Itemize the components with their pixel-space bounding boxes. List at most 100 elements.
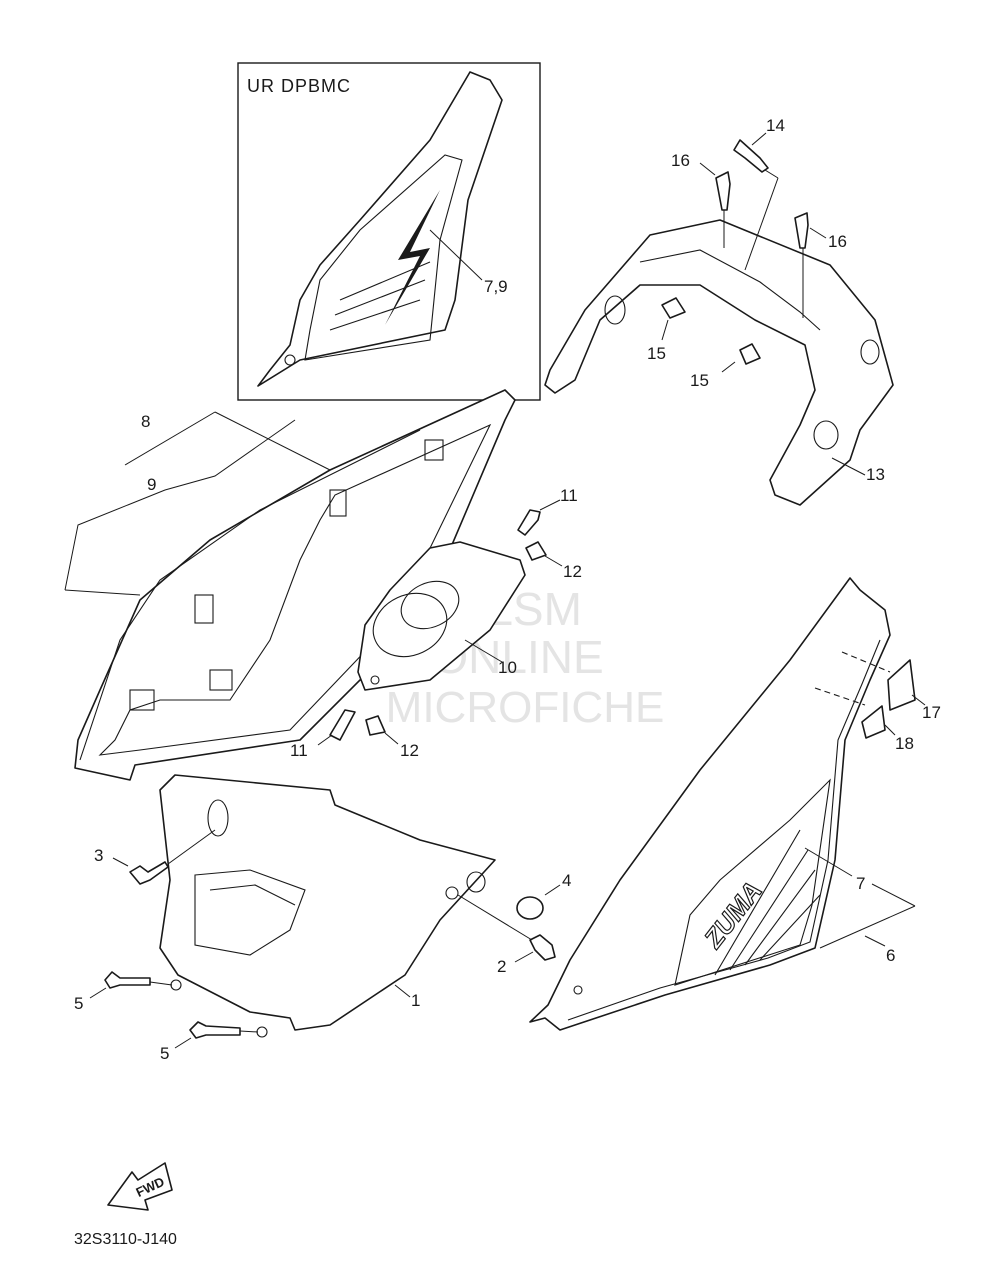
inset-frame [237,62,541,401]
callout-16-left: 16 [671,151,690,170]
callout-9: 9 [147,475,156,494]
leader-9-bottom [64,589,141,596]
callout-16-right: 16 [828,232,847,251]
part-10-key-cover: 10 [357,541,526,691]
callout-5-lower: 5 [160,1044,169,1063]
inner-cover-clip-4 [209,669,233,691]
leader-17 [911,694,926,706]
inner-cover-clip-5 [129,689,155,711]
key-cover-body [357,541,526,691]
screw-16-left [715,171,731,211]
leader-6-7-b [819,905,916,949]
inner-cover-ridge [79,429,421,761]
inset-mount-hole [284,354,296,366]
clip-12-lower [365,715,386,736]
callout-10: 10 [498,658,517,677]
leader-7 [804,847,853,877]
fasteners-11-12: 11 12 11 12 [290,486,582,760]
leader-14-down [744,177,779,271]
inner-cover-clip-3 [424,439,444,461]
callout-3: 3 [94,846,103,865]
side-cover-inner-edge [567,639,881,1021]
leader-14 [751,132,767,146]
leader-3-axis [167,829,216,865]
plug-4 [516,896,544,920]
bracket-hole-lower [813,420,839,450]
callout-18: 18 [895,734,914,753]
leader-13 [831,457,866,476]
leader-15-lower [721,361,736,373]
leader-15-upper [661,319,669,341]
decal-17-dash [841,651,891,673]
forward-arrow: FWD [107,1162,173,1211]
leader-12-lower [384,732,399,745]
leader-9-outline [64,419,296,591]
callout-4: 4 [562,871,571,890]
lower-cover-hole-upper [207,799,229,837]
side-cover-decal-outline [674,778,831,986]
screw-5-lower [189,1021,241,1039]
callout-1: 1 [411,991,420,1010]
decal-18-dash [814,687,866,706]
bracket-hole-right [860,339,880,365]
key-cover-inner-ring [400,580,460,630]
inner-cover-clip-1 [194,594,214,624]
lower-cover-hole-lower-1 [170,979,182,991]
nut-15-lower [739,343,761,365]
inner-cover-clip-2 [329,489,347,517]
bracket-body [544,219,894,506]
screw-5-upper [104,971,151,989]
leader-16-right [809,227,827,239]
screw-2 [529,934,556,961]
inset-panel: UR DPBMC 7,9 [237,62,541,401]
leader-3 [112,857,129,867]
leader-11-lower [317,734,333,746]
callout-13: 13 [866,465,885,484]
nut-15-upper [661,297,686,319]
leader-10 [464,639,503,663]
leader-14-tail [764,169,779,179]
side-cover-mount-hole [573,985,583,995]
screw-11-upper [517,509,541,536]
leader-16-left [699,162,716,176]
diagram-code: 32S3110-J140 [74,1231,177,1248]
fasteners-14-15-16: 14 16 16 15 15 [647,116,847,390]
leader-8-9-b [214,411,331,471]
part-8-9-inner-cover: 8 9 [64,389,516,781]
callout-2: 2 [497,957,506,976]
bracket-hole-left [604,295,626,325]
fwd-arrow-icon [107,1162,173,1211]
decal-17 [887,659,916,711]
watermark-line-3: MICROFICHE [386,683,665,732]
leader-8-9-a [124,411,216,466]
leader-5-upper-axis [149,981,173,986]
screw-16-right [794,212,809,249]
callout-7-9: 7,9 [484,277,508,296]
key-cover-mount-hole [370,675,380,685]
callout-12-upper: 12 [563,562,582,581]
bracket-upper-edge [639,249,821,331]
screw-11-lower [329,709,356,741]
leader-12-upper [544,555,563,567]
decal-18 [861,705,886,739]
lower-cover-hole-lower-2 [256,1026,268,1038]
leader-5-lower-axis [239,1030,259,1033]
callout-11-upper: 11 [560,486,578,505]
callout-14: 14 [766,116,785,135]
inner-cover-inner-edge [98,423,492,756]
leader-11-upper [539,499,561,511]
callout-5-upper: 5 [74,994,83,1013]
lower-cover-body [159,774,496,1031]
part-1-lower-cover: 1 [159,774,496,1038]
callout-7: 7 [856,874,865,893]
callout-11-lower: 11 [290,741,308,760]
leader-5-lower [174,1037,192,1049]
fasteners-2-5: 3 4 2 5 5 [74,829,571,1063]
side-cover-decal-stripes [714,829,821,976]
leader-1 [394,984,411,998]
lower-cover-hole-right-small [445,886,459,900]
callout-12-lower: 12 [400,741,419,760]
lower-cover-recess [194,869,306,956]
callout-8: 8 [141,412,150,431]
